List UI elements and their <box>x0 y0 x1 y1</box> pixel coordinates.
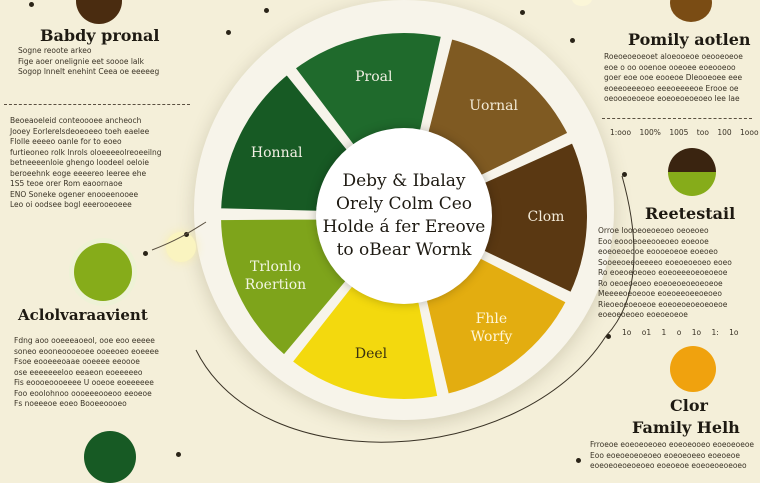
center-line-1: Deby & Ibalay <box>342 171 466 191</box>
right-bottom-paragraph: Frroeoe eoeoeoeoeo eoeoeooeo eoeoeoeoe E… <box>590 440 755 470</box>
segment-label: Proal <box>355 69 393 86</box>
lime-dot-icon <box>74 243 132 301</box>
bullet-dot-icon <box>176 452 181 457</box>
bullet-dot-icon <box>264 8 269 13</box>
glow-dot-icon <box>572 0 592 6</box>
right-mid-ticks: 1o o1 1 o 1o 1: 1o <box>622 328 739 337</box>
bullet-dot-icon <box>29 2 34 7</box>
right-top-paragraph: Roeoeoeoeoet aloeooeoe oeooeoeoe eoe o o… <box>604 52 743 103</box>
center-line-4: to oBear Wornk <box>336 240 472 260</box>
center-hub: Deby & Ibalay Orely Colm Ceo Holde á fer… <box>316 128 492 304</box>
divider-line <box>4 104 190 105</box>
bullet-dot-icon <box>576 458 581 463</box>
green-dot-icon <box>84 431 136 483</box>
right-top-heading: Pomily aotlen <box>628 30 751 49</box>
wheel-segment <box>215 68 353 217</box>
segment-label: Clom <box>527 209 565 226</box>
right-bottom-heading-2: Family Helh <box>632 418 740 437</box>
brown-dot-icon <box>670 0 712 22</box>
right-top-ticks: 1:ooo 100% 1005 too 100 1ooo <box>610 128 759 137</box>
segment-label: Honnal <box>250 145 303 162</box>
right-bottom-heading-1: Clor <box>670 396 708 415</box>
wheel-segment <box>422 32 575 182</box>
orange-dot-icon <box>670 346 716 392</box>
bullet-dot-icon <box>184 232 189 237</box>
wheel-segment <box>478 136 593 299</box>
glow-dot-icon <box>166 232 196 262</box>
left-top-heading: Babdy pronal <box>40 26 160 45</box>
bullet-dot-icon <box>143 251 148 256</box>
bullet-dot-icon <box>622 172 627 177</box>
left-bottom-heading: Aclolvaraavient <box>18 306 148 324</box>
left-mid-paragraph: Beoeaoeleid conteoooee ancheoch Jooey Eo… <box>10 116 162 209</box>
segment-label: Uornal <box>469 97 519 114</box>
right-mid-paragraph: Orroe loooeoeoeoeo oeoeoeo Eoo eoooeoeeo… <box>598 226 732 319</box>
bullet-dot-icon <box>570 38 575 43</box>
center-line-3: Holde á fer Ereove <box>322 217 486 237</box>
wheel-segment <box>288 27 448 151</box>
right-mid-heading: Reetestail <box>645 204 736 223</box>
divider-line <box>602 118 752 119</box>
center-line-2: Orely Colm Ceo <box>335 194 473 214</box>
split-dot-icon <box>668 148 716 196</box>
left-top-paragraph: Sogne reoote arkeo Fige aoer onelignie e… <box>18 46 160 76</box>
bullet-dot-icon <box>226 30 231 35</box>
bullet-dot-icon <box>520 10 525 15</box>
left-bottom-paragraph: Fdng aoo ooeeeaoeol, ooe eoo eeeee soneo… <box>14 336 159 408</box>
bullet-dot-icon <box>606 334 611 339</box>
segment-label: Deel <box>354 346 388 363</box>
